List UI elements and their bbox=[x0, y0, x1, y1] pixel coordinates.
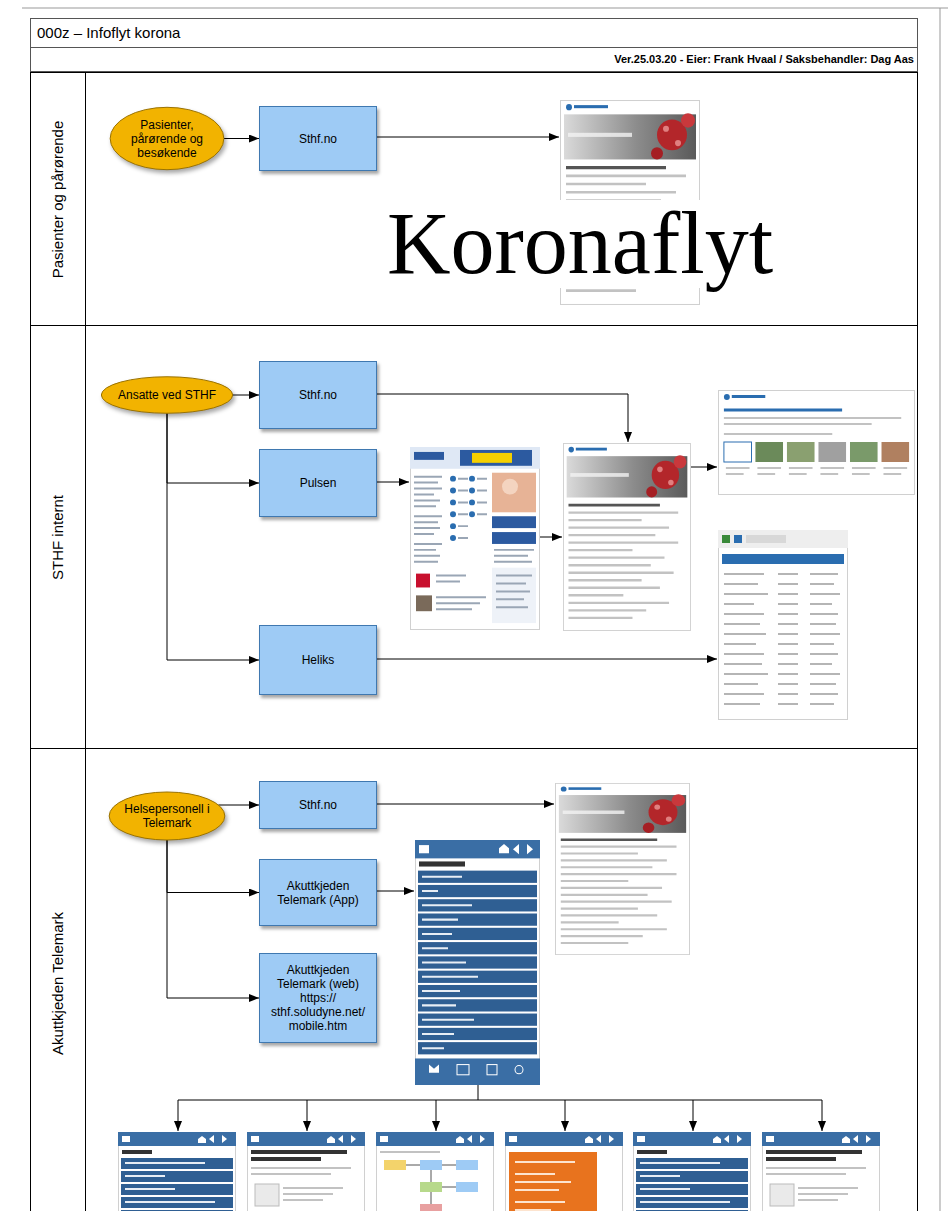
screenshot-arrows bbox=[178, 137, 822, 1131]
lane-header: Pasienter og pårørende bbox=[31, 73, 86, 325]
node-label: Pasienter, pårørende og besøkende bbox=[121, 118, 214, 160]
channel-box: Sthf.no bbox=[259, 106, 377, 171]
intranet-screenshot bbox=[410, 447, 540, 630]
website-screenshot bbox=[555, 783, 689, 954]
swimlane: Ansatte ved STHF Sthf.noPulsenHeliks STHF … bbox=[30, 325, 918, 749]
channel-box: Akuttkjeden Telemark (App) bbox=[259, 859, 377, 926]
lane-header: Akuttkjeden Telemark bbox=[31, 749, 86, 1211]
node-label: Heliks bbox=[302, 653, 335, 667]
app-screenshot bbox=[376, 1132, 494, 1211]
channel-box: Akuttkjeden Telemark (web) https:// sthf… bbox=[259, 953, 377, 1043]
flow-arrow bbox=[233, 395, 259, 396]
node-label: Sthf.no bbox=[299, 132, 337, 146]
swimlane: Helsepersonell i Telemark Sthf.noAkuttkje… bbox=[30, 748, 918, 1211]
flow-arrow bbox=[167, 413, 259, 660]
flow-arrow bbox=[167, 840, 259, 998]
flow-arrow bbox=[167, 840, 259, 893]
diagram-title: 000z – Infoflyt korona bbox=[31, 19, 917, 47]
node-label: Akuttkjeden Telemark (App) bbox=[264, 879, 372, 907]
node-label: Pulsen bbox=[300, 476, 337, 490]
node-label: Akuttkjeden Telemark (web) https:// sthf… bbox=[264, 963, 372, 1033]
node-label: Sthf.no bbox=[299, 388, 337, 402]
app-screenshot bbox=[415, 840, 540, 1085]
actor-oval: Helsepersonell i Telemark bbox=[108, 791, 226, 841]
node-label: Helsepersonell i Telemark bbox=[120, 802, 214, 830]
node-label: Ansatte ved STHF bbox=[118, 388, 216, 402]
app-screenshot bbox=[118, 1132, 236, 1211]
channel-box: Pulsen bbox=[259, 449, 377, 517]
app-screenshot bbox=[633, 1132, 751, 1211]
oval-shape bbox=[109, 792, 225, 840]
node-label: Sthf.no bbox=[299, 798, 337, 812]
flow-arrow bbox=[218, 805, 259, 806]
page-frame bbox=[22, 8, 948, 1211]
watermark: Koronaflyt bbox=[383, 200, 777, 288]
version-info: Ver.25.03.20 - Eier: Frank Hvaal / Saksb… bbox=[34, 49, 914, 69]
flow-arrow bbox=[224, 138, 259, 139]
app-screenshot bbox=[762, 1132, 880, 1211]
flow-arrow bbox=[167, 413, 259, 483]
app-screenshot bbox=[247, 1132, 365, 1211]
actor-oval: Pasienter, pårørende og besøkende bbox=[109, 106, 225, 171]
oval-shape bbox=[101, 377, 232, 413]
document-list-screenshot bbox=[718, 530, 848, 720]
lane-label: Akuttkjeden Telemark bbox=[50, 911, 67, 1054]
lane-label: Pasienter og pårørende bbox=[50, 120, 67, 278]
channel-box: Heliks bbox=[259, 625, 377, 695]
app-screenshot bbox=[505, 1132, 623, 1211]
actor-oval: Ansatte ved STHF bbox=[100, 376, 234, 414]
lane-header: STHF internt bbox=[31, 326, 86, 748]
oval-shape bbox=[110, 107, 224, 169]
website-screenshot bbox=[563, 443, 690, 630]
title-bar: 000z – Infoflyt korona bbox=[30, 18, 918, 48]
lane-label: STHF internt bbox=[50, 494, 67, 579]
channel-box: Sthf.no bbox=[259, 361, 377, 429]
website-screenshot bbox=[718, 391, 914, 495]
channel-box: Sthf.no bbox=[259, 781, 377, 829]
